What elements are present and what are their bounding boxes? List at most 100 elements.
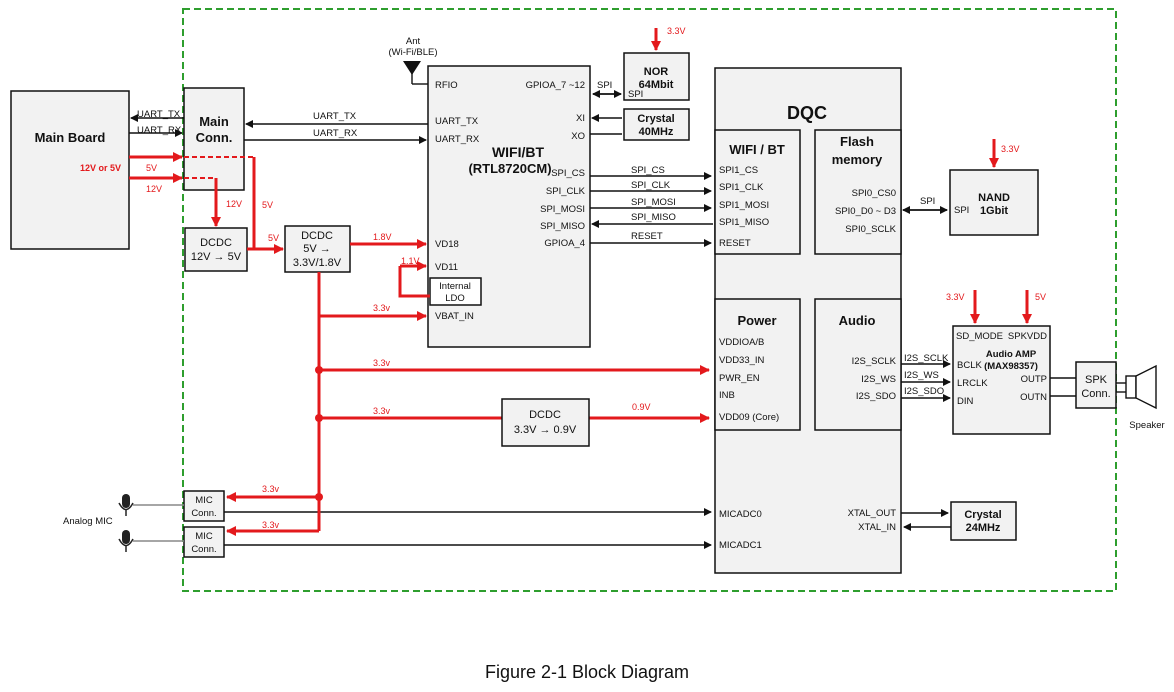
amp-title: Audio AMP [986,349,1037,360]
dcdc3-title: DCDC [529,409,561,421]
dcdc2-5v-vert-label: 5V [262,200,273,210]
pin-din: DIN [957,396,974,407]
uart-tx-mid-label: UART_TX [313,111,357,122]
pin-spi1-miso: SPI1_MISO [719,217,769,228]
mic2-conn-2: Conn. [191,544,216,555]
nor-flash-block: NOR 64Mbit SPI [623,52,690,101]
pin-vbat-in: VBAT_IN [435,311,474,322]
crystal40-title: Crystal [637,113,674,125]
dcdc-12v-5v-block: DCDC 12V → 5V [184,227,248,272]
module-border [182,8,1117,592]
pin-spi-cs: SPI_CS [551,168,585,179]
crystal40-freq: 40MHz [639,126,674,138]
pin-spi0-sclk: SPI0_SCLK [845,224,896,235]
pin-inb: INB [719,390,735,401]
antenna-sub-label: (Wi-Fi/BLE) [388,47,437,58]
mic-conn-2-block: MIC Conn. [183,526,225,558]
dqc-block: DQC WIFI / BT SPI1_CS SPI1_CLK SPI1_MOSI… [714,67,902,574]
nand-block: NAND 1Gbit SPI [949,169,1039,236]
dcdc1-12v-label: 12V [226,199,242,209]
nor-size: 64Mbit [639,79,674,91]
uart-tx-left-label: UART_TX [137,109,181,120]
spi-mosi-label: SPI_MOSI [631,197,676,208]
crystal24-title: Crystal [964,509,1001,521]
pin-pwr-en: PWR_EN [719,373,760,384]
dcdc1-title: DCDC [200,237,232,249]
speaker-icon: Speaker [1116,364,1165,431]
dqc-title: DQC [787,103,827,123]
main-conn-label-1: Main [199,114,229,129]
pin-spi0-d0-d3: SPI0_D0 ~ D3 [835,206,896,217]
pin-spi0-cs0: SPI0_CS0 [852,188,896,199]
nor-3v3-label: 3.3V [667,26,686,36]
pin-vdd33-in: VDD33_IN [719,355,765,366]
crystal-24mhz-block: Crystal 24MHz [950,501,1017,541]
rail-mic1-label: 3.3v [262,484,280,494]
figure-caption: Figure 2-1 Block Diagram [484,662,690,682]
rail-1v1-label: 1.1V [401,256,420,266]
crystal-40mhz-block: Crystal 40MHz [623,108,690,141]
nor-title: NOR [644,66,669,78]
dqc-wifi-sub [714,129,801,255]
pin-spi1-clk: SPI1_CLK [719,182,764,193]
pin-vddioa: VDDIOA/B [719,337,764,348]
uart-rx-mid-label: UART_RX [313,128,358,139]
nand-size: 1Gbit [980,205,1008,217]
pin-vdd09: VDD09 (Core) [719,412,779,423]
dqc-power-sub [714,298,801,431]
dqc-flash-title2: memory [832,152,883,167]
pin-micadc1: MICADC1 [719,540,762,551]
dqc-audio-title: Audio [839,313,876,328]
spi-clk-label: SPI_CLK [631,180,671,191]
dcdc1-spec: 12V → 5V [191,251,242,263]
dqc-power-title: Power [737,313,776,328]
i2s-ws-label: I2S_WS [904,370,939,381]
amp-3v3-label: 3.3V [946,292,965,302]
main-board-label: Main Board [35,130,106,145]
dcdc3-spec: 3.3V → 0.9V [514,424,577,436]
power-lines: 12V or 5V 5V 12V 12V 5V 5V 1.8V 1.1V 3.3… [80,26,1046,536]
mic1-conn-1: MIC [195,495,213,506]
pin-outn: OUTN [1020,392,1047,403]
dqc-flash-title1: Flash [840,134,874,149]
internal-ldo-block: Internal LDO [429,277,482,306]
spk-conn-2: Conn. [1081,388,1110,400]
amp-part: (MAX98357) [984,361,1038,372]
spk-conn-1: SPK [1085,374,1108,386]
pin-outp: OUTP [1021,374,1047,385]
nand-spi-pin: SPI [954,205,969,216]
dcdc-3v3-0v9-block: DCDC 3.3V → 0.9V [501,398,590,447]
pin-sd-mode: SD_MODE [956,331,1003,342]
crystal24-freq: 24MHz [966,522,1001,534]
nand-3v3-label: 3.3V [1001,144,1020,154]
pin-bclk: BCLK [957,360,982,371]
main-conn-label-2: Conn. [196,130,233,145]
pin-xi: XI [576,113,585,124]
rail-dcdc3-in-label: 3.3v [373,406,391,416]
analog-mic-label: Analog MIC [63,516,113,527]
pin-i2s-sdo: I2S_SDO [856,391,896,402]
pin-spi-clk: SPI_CLK [546,186,586,197]
rail-1v8-label: 1.8V [373,232,392,242]
pin-xtal-in: XTAL_IN [858,522,896,533]
speaker-label: Speaker [1129,420,1164,431]
pin-uart-tx: UART_TX [435,116,479,127]
rail-0v9-label: 0.9V [632,402,651,412]
dcdc2-out: 3.3V/1.8V [293,257,342,269]
rail-mic2-label: 3.3v [262,520,280,530]
microphone-icon [118,530,134,552]
nor-spi-label: SPI [597,80,612,91]
pin-vd18: VD18 [435,239,459,250]
ldo-line2: LDO [445,293,465,304]
main-5v-label: 5V [146,163,157,173]
pin-spi1-cs: SPI1_CS [719,165,758,176]
pin-xo: XO [571,131,585,142]
main-conn-block: Main Conn. [183,87,245,191]
i2s-sdo-label: I2S_SDO [904,386,944,397]
rail-vdd33-label: 3.3v [373,358,391,368]
pin-micadc0: MICADC0 [719,509,762,520]
pin-i2s-sclk: I2S_SCLK [852,356,897,367]
pin-xtal-out: XTAL_OUT [848,508,897,519]
dqc-wifi-title: WIFI / BT [729,142,785,157]
pin-i2s-ws: I2S_WS [861,374,896,385]
